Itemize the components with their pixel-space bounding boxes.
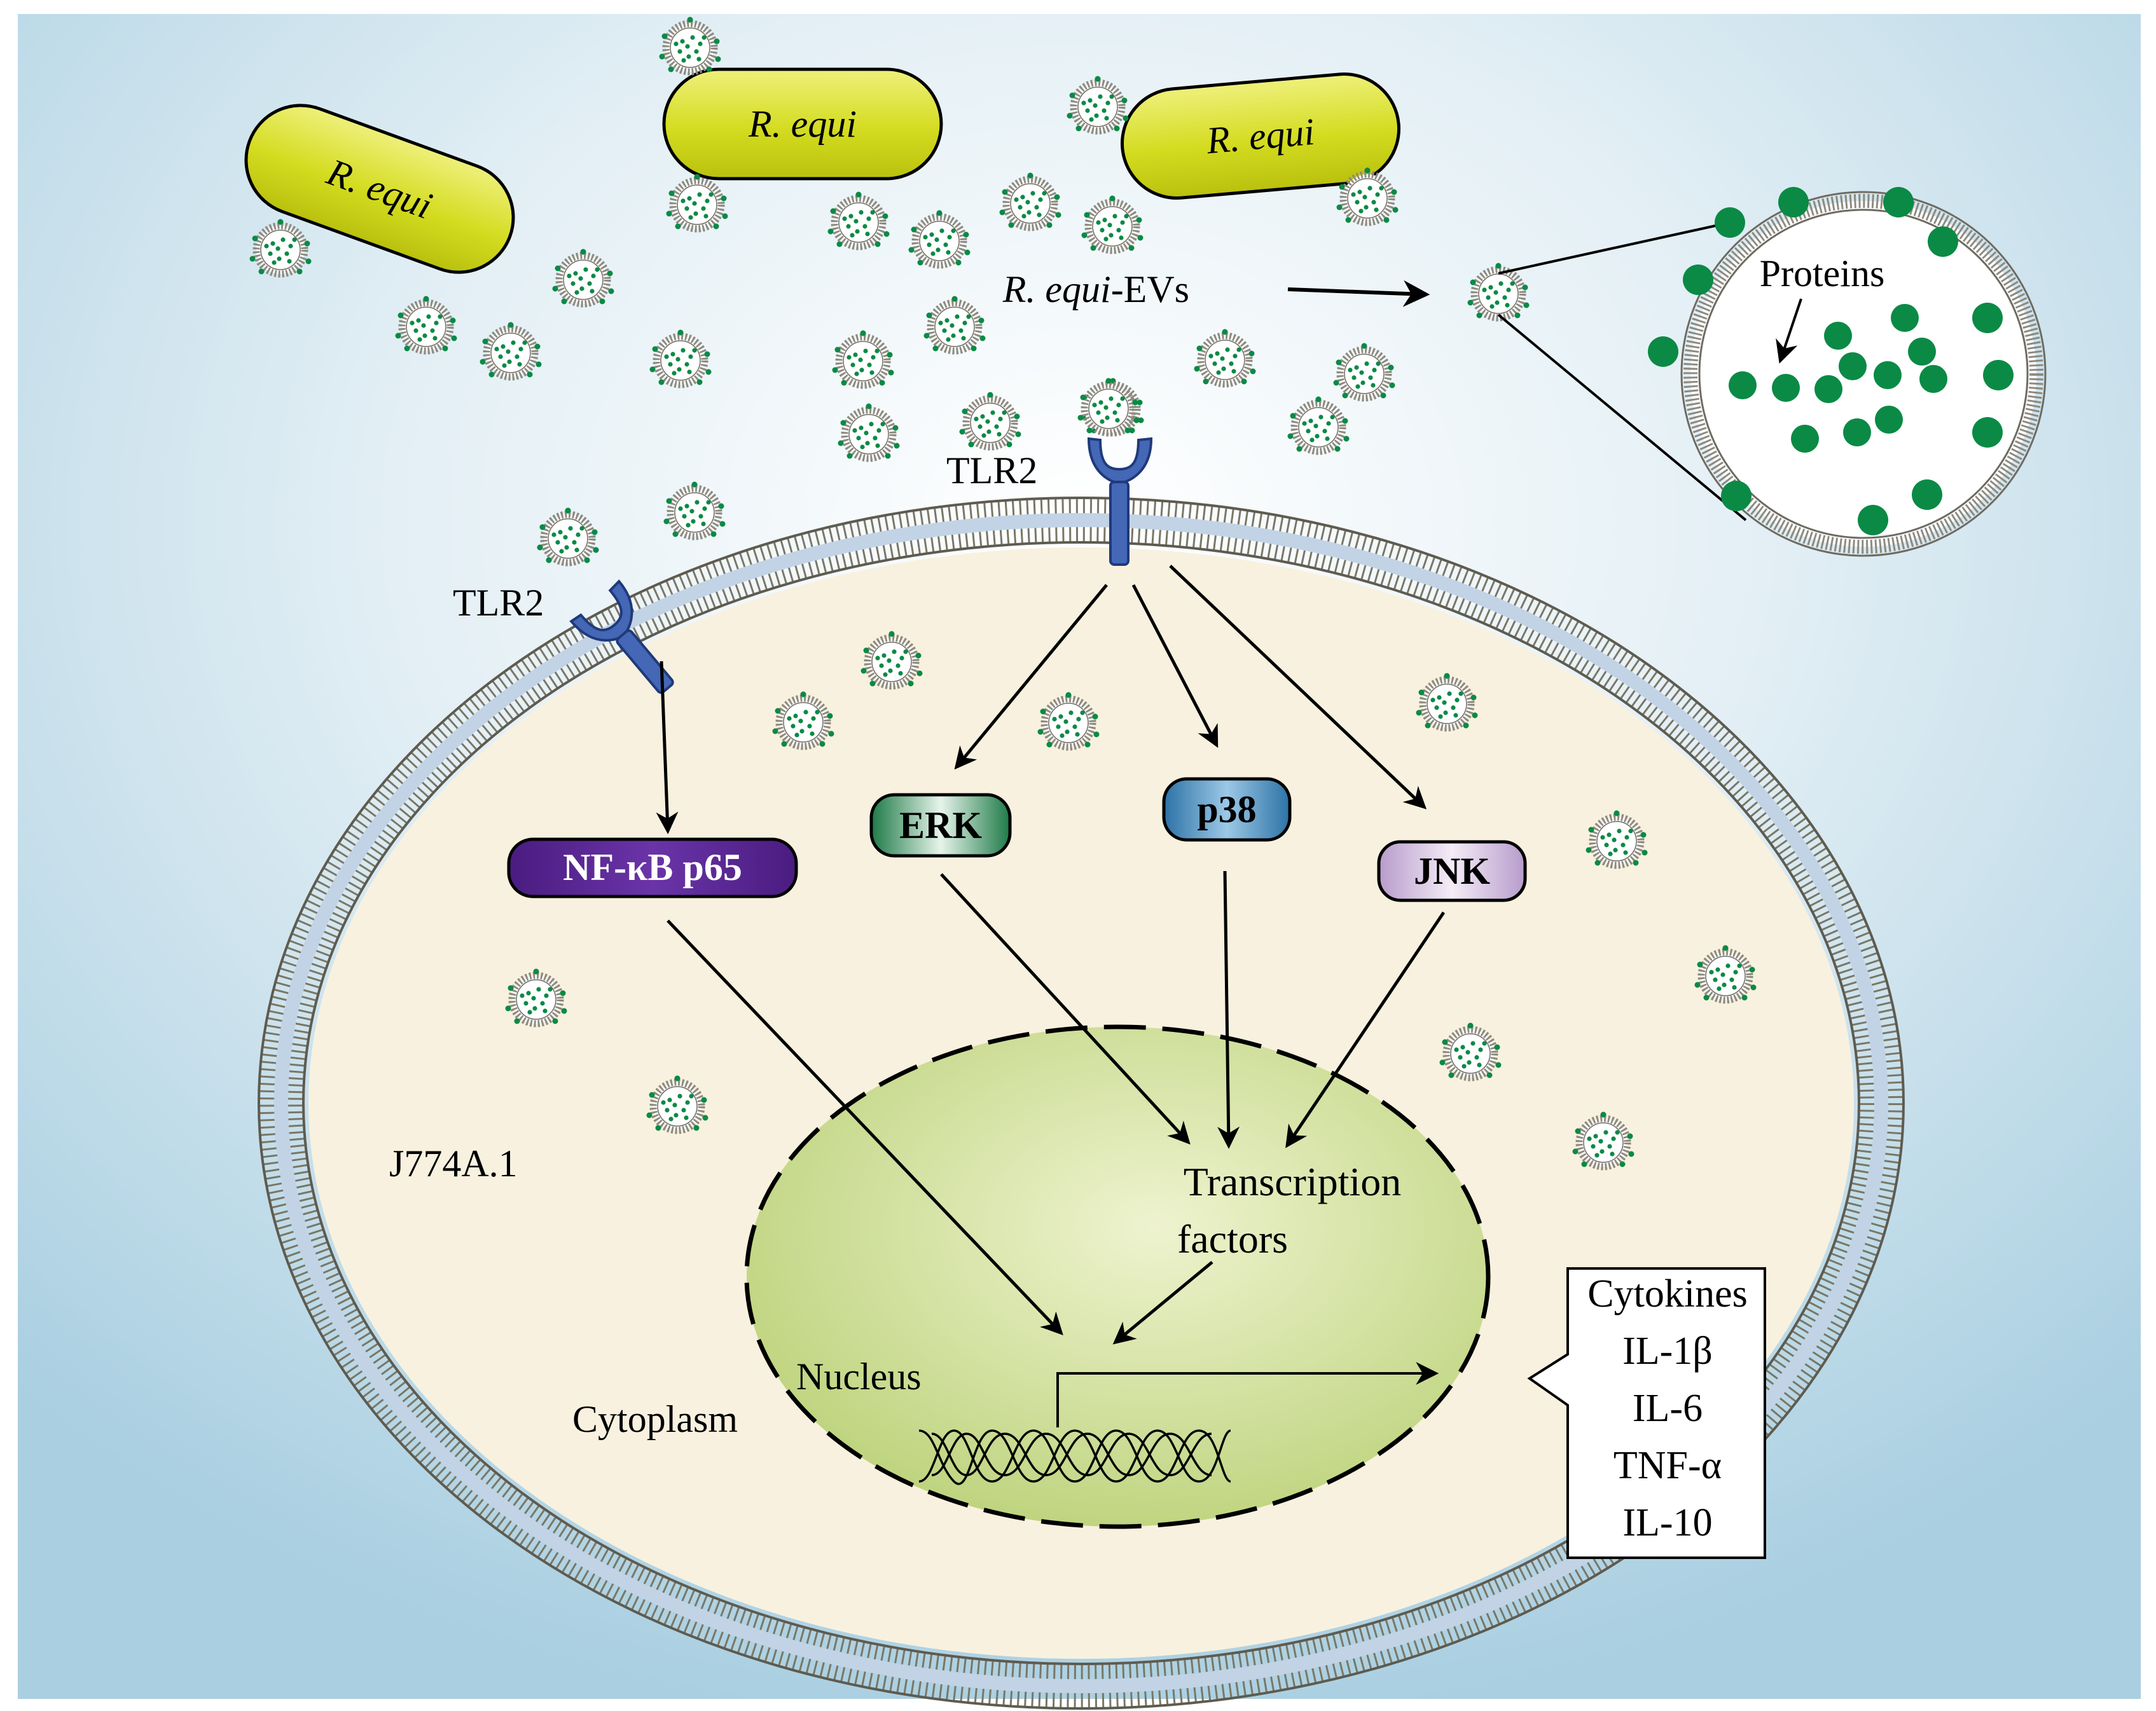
nfkb-p65-node: NF-κB p65 [507, 837, 798, 898]
arrow-erk-tf [940, 873, 1191, 1145]
tlr2-receptor-top [1078, 378, 1153, 566]
arrow-tf-dna [1112, 1261, 1213, 1345]
arrow-tlr2-nfkb [656, 661, 679, 834]
arrow-tlr2-jnk [1169, 565, 1427, 809]
zoom-line-bottom [1497, 313, 1747, 521]
cell-membrane [258, 497, 1905, 1710]
cytokine-item: IL-1β [1622, 1330, 1713, 1373]
arrow-nfkb-dna [667, 919, 1063, 1336]
nfkb-label: NF-κB p65 [563, 846, 742, 888]
cytokine-item: IL-6 [1633, 1387, 1703, 1430]
erk-node: ERK [869, 793, 1012, 858]
p38-node: p38 [1162, 777, 1292, 842]
nucleus-label: Nucleus [796, 1356, 922, 1398]
bacterium-label: R. equi [748, 103, 857, 145]
signaling-arrows [656, 565, 1446, 1345]
cytokine-item: IL-10 [1622, 1501, 1712, 1544]
evs-arrow [1287, 280, 1430, 307]
zoom-line-top [1498, 221, 1731, 275]
bacterium-3: R. equi [1121, 72, 1400, 200]
erk-label: ERK [899, 804, 982, 846]
cytokine-item: TNF-α [1614, 1444, 1722, 1487]
bacterium-2: R. equi [662, 67, 943, 181]
membrane-proteins [1648, 187, 2014, 535]
arrow-tlr2-p38 [1131, 584, 1219, 748]
p38-label: p38 [1197, 788, 1256, 830]
nucleus [744, 1024, 1491, 1529]
arrow-p38-tf [1217, 870, 1240, 1149]
cargo-proteins [1729, 304, 1947, 453]
tlr2-label-left: TLR2 [453, 582, 544, 624]
cytokines-title: Cytokines [1587, 1272, 1747, 1316]
tlr2-receptor-left [537, 508, 674, 694]
jnk-node: JNK [1377, 840, 1527, 902]
ev-enlarged: Proteins [1648, 187, 2047, 557]
transcription-factors-label: Transcription factors [1177, 1159, 1411, 1261]
cytokine-callout: Cytokines IL-1β IL-6 TNF-α IL-10 [1527, 1267, 1766, 1559]
proteins-arrow [1776, 298, 1802, 364]
tlr2-label-top: TLR2 [946, 450, 1037, 491]
bacterium-label: R. equi [1204, 111, 1316, 162]
proteins-label: Proteins [1760, 252, 1885, 294]
evs-label: R. equi-EVs [1002, 268, 1189, 310]
transcription-start-arrow [1056, 1362, 1439, 1427]
cell-line-label: J774A.1 [389, 1143, 518, 1185]
arrow-jnk-tf [1285, 911, 1446, 1148]
bacterium-1: R. equi [244, 104, 515, 274]
cytoplasm-label: Cytoplasm [572, 1398, 738, 1440]
arrow-tlr2-erk [954, 584, 1108, 770]
jnk-label: JNK [1414, 850, 1490, 892]
dna-helix [918, 1429, 1231, 1485]
